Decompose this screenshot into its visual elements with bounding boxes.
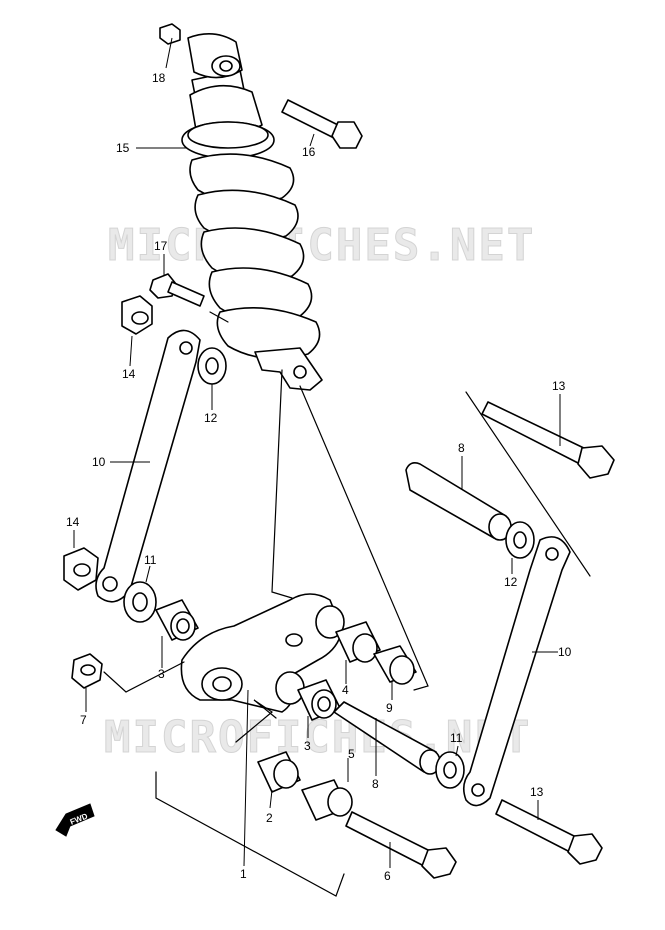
nut-14-bottom[interactable] bbox=[63, 547, 99, 591]
label-15: 15 bbox=[116, 141, 130, 155]
watermark-bottom: MICROFICHES.NET bbox=[104, 712, 531, 763]
label-4: 4 bbox=[342, 683, 349, 697]
label-11-right: 11 bbox=[450, 731, 463, 745]
nut-7[interactable] bbox=[71, 653, 103, 689]
leader-lines bbox=[73, 37, 561, 868]
bushing-3-left[interactable] bbox=[155, 599, 199, 641]
bushing-3-center[interactable] bbox=[297, 679, 341, 721]
label-1: 1 bbox=[240, 867, 247, 881]
bolt-6[interactable] bbox=[345, 811, 457, 879]
assembly-outlines bbox=[103, 311, 591, 897]
collar-18[interactable] bbox=[187, 33, 243, 79]
label-10-left: 10 bbox=[92, 455, 106, 469]
label-18: 18 bbox=[152, 71, 166, 85]
bushing-2[interactable] bbox=[257, 751, 301, 793]
washer-11-left[interactable] bbox=[123, 581, 157, 623]
label-2: 2 bbox=[266, 811, 273, 825]
bolt-16[interactable] bbox=[281, 99, 363, 149]
spacer-9[interactable] bbox=[373, 645, 417, 685]
label-16: 16 bbox=[302, 145, 316, 159]
label-11-left: 11 bbox=[144, 553, 157, 567]
label-7: 7 bbox=[80, 713, 87, 727]
label-12-right: 12 bbox=[504, 575, 518, 589]
cushion-lever-1[interactable] bbox=[180, 593, 345, 713]
bolt-13-lower[interactable] bbox=[495, 799, 603, 865]
link-rod-10-left[interactable] bbox=[95, 329, 201, 603]
label-17: 17 bbox=[154, 239, 168, 253]
bolt-13-upper[interactable] bbox=[481, 401, 615, 479]
bushing-4[interactable] bbox=[335, 621, 381, 663]
label-9: 9 bbox=[386, 701, 393, 715]
label-14-bottom: 14 bbox=[66, 515, 80, 529]
label-3-center: 3 bbox=[304, 739, 311, 753]
label-5: 5 bbox=[348, 747, 355, 761]
part-labels: 18 16 15 17 14 12 10 14 11 3 7 1 2 3 4 5… bbox=[66, 71, 572, 883]
shock-absorber[interactable] bbox=[181, 69, 323, 391]
washer-12-right[interactable] bbox=[505, 521, 535, 559]
label-6: 6 bbox=[384, 869, 391, 883]
fwd-arrow-icon: FWD bbox=[55, 803, 95, 837]
spacer-5[interactable] bbox=[301, 779, 353, 821]
link-rod-10-right[interactable] bbox=[462, 536, 571, 807]
bolt-17[interactable] bbox=[149, 273, 205, 307]
washer-12-top[interactable] bbox=[197, 347, 227, 385]
label-10-right: 10 bbox=[558, 645, 572, 659]
label-8-upper: 8 bbox=[458, 441, 465, 455]
label-13-lower: 13 bbox=[530, 785, 544, 799]
nut-18[interactable] bbox=[159, 23, 181, 45]
label-3-left: 3 bbox=[158, 667, 165, 681]
spacer-8-lower[interactable] bbox=[333, 701, 441, 775]
watermark-top: MICROFICHES.NET bbox=[108, 220, 535, 271]
label-14-top: 14 bbox=[122, 367, 136, 381]
spacer-8-upper[interactable] bbox=[405, 462, 512, 541]
washer-11-right[interactable] bbox=[435, 751, 465, 789]
nut-14-top[interactable] bbox=[121, 295, 153, 335]
label-13-upper: 13 bbox=[552, 379, 566, 393]
label-8-lower: 8 bbox=[372, 777, 379, 791]
label-12-top: 12 bbox=[204, 411, 218, 425]
